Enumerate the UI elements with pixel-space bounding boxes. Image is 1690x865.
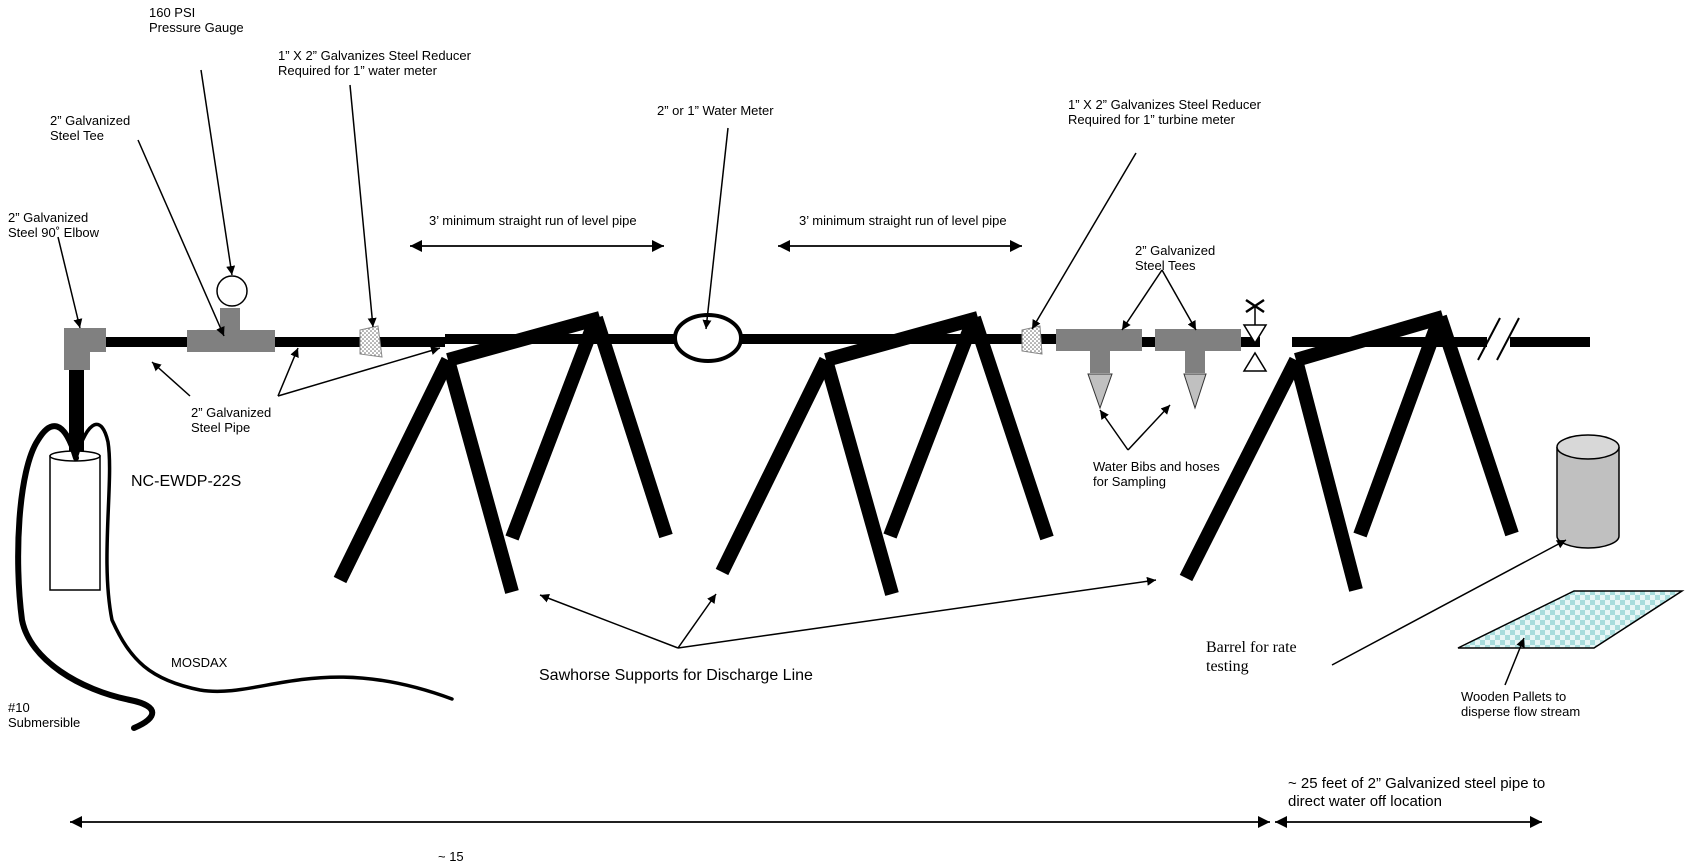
pallets-label-line-2: disperse flow stream	[1461, 704, 1581, 719]
pipe-length-label-line-2: direct water off location	[1288, 793, 1442, 810]
tees-right-label-line-2: Steel Tees	[1135, 258, 1196, 273]
reducer-left-label: 1” X 2” Galvanizes Steel Reducer Require…	[278, 48, 471, 78]
drop-pipe	[69, 350, 84, 460]
reducer-left	[359, 325, 383, 358]
distance-label: ~ 15	[438, 849, 464, 864]
reducer-right	[1021, 325, 1043, 355]
mosdax-label: MOSDAX	[171, 655, 227, 670]
pipe-label: 2” Galvanized Steel Pipe	[191, 405, 271, 435]
pressure-gauge-icon	[216, 275, 248, 307]
reducer-left-label-line-2: Required for 1” water meter	[278, 63, 437, 78]
elbow-label: 2” Galvanized Steel 90˚ Elbow	[8, 210, 99, 240]
water-bib-2	[1183, 373, 1207, 410]
run-right-label: 3’ minimum straight run of level pipe	[799, 213, 1007, 228]
dimension-arrows	[70, 240, 1542, 828]
bibs-label-line-1: Water Bibs and hoses	[1093, 459, 1220, 474]
reducer-right-label: 1” X 2” Galvanizes Steel Reducer Require…	[1068, 97, 1261, 127]
pallets-label: Wooden Pallets to disperse flow stream	[1461, 689, 1580, 719]
pallets-label-line-1: Wooden Pallets to	[1461, 689, 1567, 704]
gauge-label: 160 PSI Pressure Gauge	[149, 5, 244, 35]
well-label-text: NC-EWDP-22S	[131, 473, 242, 490]
water-meter	[673, 313, 743, 363]
pipe-length-label: ~ 25 feet of 2” Galvanized steel pipe to…	[1288, 775, 1545, 811]
wooden-pallet	[1457, 590, 1685, 649]
run-left-label-text: 3’ minimum straight run of level pipe	[429, 213, 637, 228]
barrel-label: Barrel for rate testing	[1206, 638, 1297, 676]
submersible-label: #10 Submersible	[8, 700, 80, 730]
sawhorse-label: Sawhorse Supports for Discharge Line	[539, 667, 813, 685]
sawhorse-2	[715, 311, 1054, 596]
tee-label-line-2: Steel Tee	[50, 128, 104, 143]
right-tees	[1056, 329, 1241, 373]
barrel-icon	[1556, 434, 1620, 549]
tees-right-label-line-1: 2” Galvanized	[1135, 243, 1216, 258]
reducer-right-label-line-1: 1” X 2” Galvanizes Steel Reducer	[1068, 97, 1261, 112]
tee-label-line-1: 2” Galvanized	[50, 113, 131, 128]
distance-label-text: ~ 15	[438, 849, 464, 864]
elbow-label-line-1: 2” Galvanized	[8, 210, 89, 225]
sawhorse-1	[333, 311, 673, 594]
sawhorse-label-text: Sawhorse Supports for Discharge Line	[539, 667, 813, 684]
run-right-label-text: 3’ minimum straight run of level pipe	[799, 213, 1007, 228]
elbow-label-line-2: Steel 90˚ Elbow	[8, 225, 100, 240]
submersible-cable	[15, 423, 156, 731]
leader-arrows	[57, 69, 1567, 686]
sawhorse-3	[1179, 310, 1519, 592]
valve-icon	[1242, 298, 1268, 372]
water-meter-label-text: 2” or 1” Water Meter	[657, 103, 774, 118]
well-label: NC-EWDP-22S	[131, 473, 241, 491]
tee-fitting	[187, 308, 275, 352]
gauge-label-line-2: Pressure Gauge	[149, 20, 244, 35]
water-bib-1	[1087, 373, 1113, 410]
pipe-label-line-2: Steel Pipe	[191, 420, 251, 435]
water-meter-label: 2” or 1” Water Meter	[657, 103, 774, 118]
bibs-label: Water Bibs and hoses for Sampling	[1093, 459, 1220, 489]
bibs-label-line-2: for Sampling	[1093, 474, 1166, 489]
elbow-fitting	[64, 328, 106, 370]
tee-label: 2” Galvanized Steel Tee	[50, 113, 130, 143]
pipe-length-label-line-1: ~ 25 feet of 2” Galvanized steel pipe to	[1288, 775, 1546, 792]
barrel-label-line-2: testing	[1206, 658, 1249, 675]
run-left-label: 3’ minimum straight run of level pipe	[429, 213, 637, 228]
reducer-right-label-line-2: Required for 1” turbine meter	[1068, 112, 1235, 127]
submersible-label-line-2: Submersible	[8, 715, 81, 730]
tees-right-label: 2” Galvanized Steel Tees	[1135, 243, 1215, 273]
submersible-label-line-1: #10	[8, 700, 30, 715]
barrel-label-line-1: Barrel for rate	[1206, 639, 1297, 656]
mosdax-label-text: MOSDAX	[171, 655, 228, 670]
mosdax-cable	[74, 422, 454, 701]
well-casing	[49, 455, 101, 591]
pipe-label-line-1: 2” Galvanized	[191, 405, 272, 420]
reducer-left-label-line-1: 1” X 2” Galvanizes Steel Reducer	[278, 48, 471, 63]
gauge-label-line-1: 160 PSI	[149, 5, 196, 20]
